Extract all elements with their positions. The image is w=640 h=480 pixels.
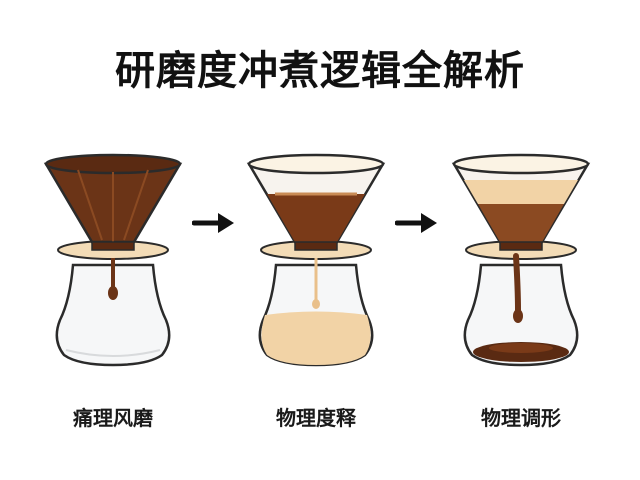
- stage-1: [38, 150, 188, 385]
- stage-2-label: 物理度释: [276, 406, 356, 430]
- stage-2: [241, 150, 391, 385]
- dripper-carafe-pool-icon: [451, 153, 591, 367]
- dripper-carafe-dark-icon: [43, 153, 183, 367]
- dripper-carafe-light-icon: [246, 153, 386, 367]
- arrow-right-icon: [192, 208, 238, 238]
- stage-3-label: 物理调形: [481, 406, 561, 430]
- arrow-right-icon: [395, 208, 441, 238]
- stage-3: [446, 150, 596, 385]
- page-title: 研磨度冲煮逻辑全解析: [115, 48, 525, 94]
- stage-1-label: 痛理风磨: [73, 406, 153, 430]
